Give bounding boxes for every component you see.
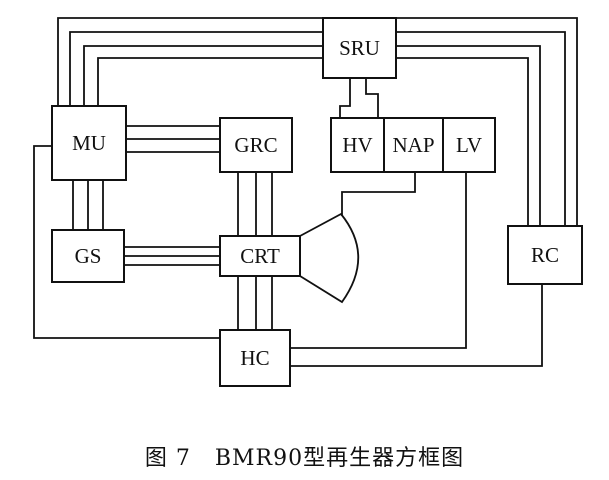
block-hc-label: HC	[240, 346, 269, 370]
figure-caption: 图 7 BMR90型再生器方框图	[144, 446, 465, 471]
block-nap-label: NAP	[392, 133, 434, 157]
block-nap: NAP	[383, 117, 444, 173]
block-rc-label: RC	[531, 243, 559, 267]
crt-tube-icon	[299, 212, 360, 304]
block-rc: RC	[507, 225, 583, 285]
block-hc: HC	[219, 329, 291, 387]
block-grc-label: GRC	[234, 133, 277, 157]
block-mu-label: MU	[72, 131, 106, 155]
block-lv-label: LV	[456, 133, 482, 157]
block-crt-label: CRT	[240, 244, 280, 268]
block-gs-label: GS	[75, 244, 102, 268]
block-grc: GRC	[219, 117, 293, 173]
connection-wires	[33, 17, 578, 367]
block-sru-label: SRU	[339, 36, 380, 60]
block-mu: MU	[51, 105, 127, 181]
block-lv: LV	[442, 117, 496, 173]
block-crt: CRT	[219, 235, 301, 277]
block-sru: SRU	[322, 17, 397, 79]
block-hv: HV	[330, 117, 385, 173]
block-diagram: SRU MU GRC HV NAP LV GS CRT RC HC	[33, 17, 583, 387]
block-hv-label: HV	[342, 133, 372, 157]
block-gs: GS	[51, 229, 125, 283]
